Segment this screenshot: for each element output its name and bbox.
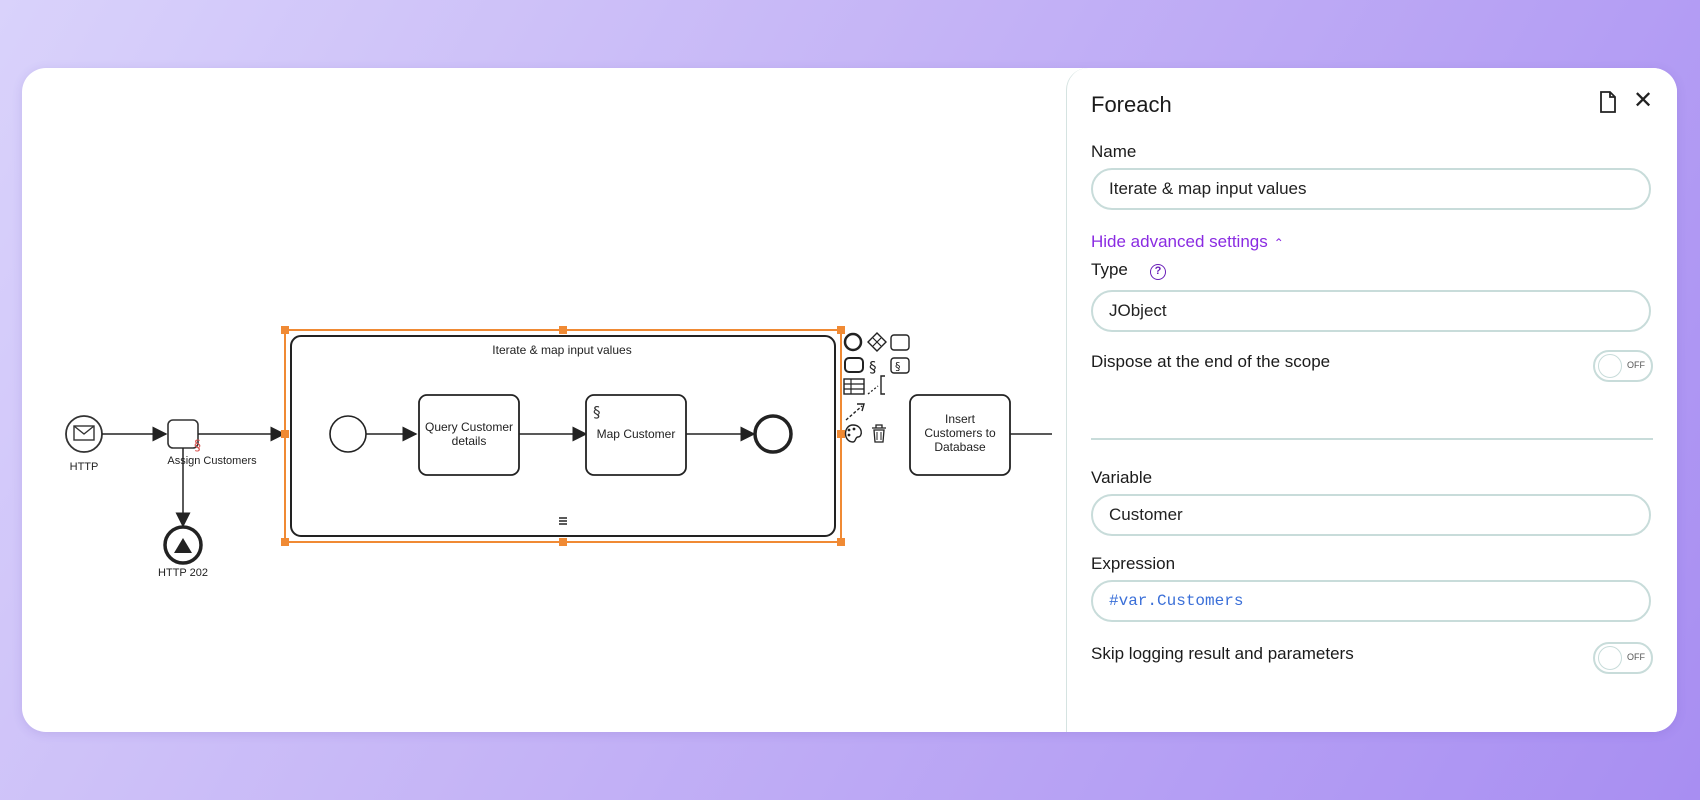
svg-text:§: § (895, 360, 901, 373)
script-icon: § (593, 403, 601, 421)
skip-logging-toggle-state: OFF (1627, 652, 1645, 662)
http-start-label: HTTP (70, 461, 99, 473)
dispose-toggle-state: OFF (1627, 360, 1645, 370)
toggle-knob (1598, 646, 1622, 670)
document-icon[interactable] (1597, 90, 1619, 114)
properties-panel: Foreach ✕ Name Hide advanced settings ⌃ T… (1066, 68, 1677, 732)
name-input[interactable] (1091, 168, 1651, 210)
skip-logging-label: Skip logging result and parameters (1091, 644, 1354, 663)
resize-handle[interactable] (281, 326, 289, 334)
variable-input[interactable] (1091, 494, 1651, 536)
app-window: HTTP § Assign Customers HTTP 202 (22, 68, 1677, 732)
dispose-label: Dispose at the end of the scope (1091, 352, 1331, 371)
resize-handle[interactable] (281, 538, 289, 546)
insert-task-label-line1: Insert (945, 412, 976, 426)
help-icon[interactable]: ? (1150, 264, 1166, 280)
dispose-toggle[interactable]: OFF (1593, 350, 1653, 382)
inner-start-event[interactable] (329, 415, 367, 453)
subprocess-label: Iterate & map input values (492, 343, 631, 357)
resize-handle[interactable] (837, 326, 845, 334)
append-end-event-icon[interactable] (843, 332, 863, 352)
insert-task-label-line2: Customers to (924, 426, 996, 440)
expression-label: Expression (1091, 554, 1176, 573)
http-start-event[interactable] (65, 415, 103, 453)
assign-customers-label: Assign Customers (167, 455, 257, 467)
resize-handle[interactable] (559, 326, 567, 334)
data-table-icon[interactable] (843, 378, 865, 395)
toggle-knob (1598, 354, 1622, 378)
expression-input[interactable] (1091, 580, 1651, 622)
bpmn-canvas[interactable]: HTTP § Assign Customers HTTP 202 (22, 68, 1066, 732)
type-input[interactable] (1091, 290, 1651, 332)
resize-handle[interactable] (837, 538, 845, 546)
query-task-label-line1: Query Customer (425, 420, 513, 434)
connect-icon[interactable] (845, 403, 865, 421)
foreach-subprocess[interactable]: Iterate & map input values (290, 335, 836, 537)
context-pad: § § (843, 332, 910, 443)
hide-advanced-settings-link[interactable]: Hide advanced settings ⌃ (1091, 232, 1284, 252)
insert-customers-task[interactable]: Insert Customers to Database (909, 394, 1011, 476)
resize-handle[interactable] (281, 430, 289, 438)
variable-label: Variable (1091, 468, 1153, 487)
selection-outline (281, 326, 845, 546)
envelope-icon (73, 425, 95, 441)
query-customer-task[interactable]: Query Customer details (418, 394, 520, 476)
advanced-link-label: Hide advanced settings (1091, 232, 1268, 251)
http-202-end-event[interactable] (163, 525, 203, 565)
script-icon: § (194, 438, 201, 454)
resize-handle[interactable] (559, 538, 567, 546)
section-divider (1091, 438, 1653, 440)
map-customer-task[interactable]: § Map Customer (585, 394, 687, 476)
append-gateway-icon[interactable] (867, 332, 887, 352)
name-label: Name (1091, 142, 1137, 161)
panel-title: Foreach (1091, 92, 1172, 117)
loop-marker-icon (559, 517, 567, 525)
query-task-label-line2: details (452, 434, 487, 448)
text-annotation-icon[interactable] (867, 375, 885, 395)
append-subprocess-icon[interactable] (844, 357, 864, 373)
delete-icon[interactable] (872, 424, 886, 443)
script-task-icon[interactable]: § (869, 358, 877, 376)
type-label: Type (1091, 260, 1128, 279)
map-task-label: Map Customer (597, 427, 676, 441)
assign-customers-task[interactable]: § (167, 419, 201, 454)
inner-end-event[interactable] (753, 414, 793, 454)
bpmn-diagram[interactable]: HTTP § Assign Customers HTTP 202 (22, 68, 1066, 732)
color-palette-icon[interactable] (844, 424, 862, 443)
chevron-up-icon: ⌃ (1273, 236, 1284, 250)
resize-handle[interactable] (837, 430, 845, 438)
append-script-task-icon[interactable]: § (890, 357, 910, 374)
insert-task-label-line3: Database (934, 440, 986, 454)
skip-logging-toggle[interactable]: OFF (1593, 642, 1653, 674)
append-task-icon[interactable] (890, 334, 910, 351)
signal-icon (174, 538, 192, 553)
http-202-label: HTTP 202 (158, 567, 208, 579)
close-icon[interactable]: ✕ (1633, 87, 1654, 114)
